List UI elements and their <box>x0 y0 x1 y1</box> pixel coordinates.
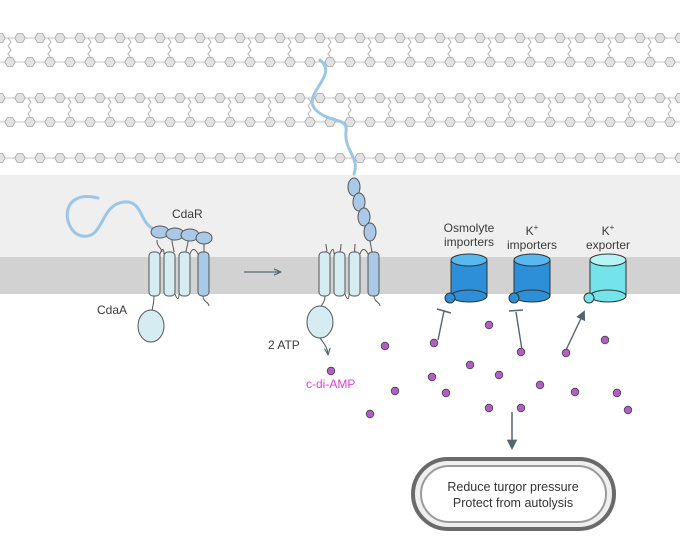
osmolyte-label-line1: Osmolyte <box>443 221 495 235</box>
outcome-text: Reduce turgor pressure Protect from auto… <box>447 479 578 511</box>
cdiamp-molecule <box>484 403 494 413</box>
cdiamp-pool <box>365 320 633 419</box>
outcome-line2: Protect from autolysis <box>452 496 574 510</box>
k-exporter-ion: K+ <box>586 221 630 238</box>
k-importers-ion-charge: + <box>533 223 539 232</box>
cdiamp-molecule <box>427 372 437 382</box>
cdaa-label: CdaA <box>97 303 128 317</box>
k-exporter-label-line2: exporter <box>585 238 631 252</box>
cdiamp-molecule <box>465 360 475 370</box>
k-importers-label-line2: importers <box>506 238 558 252</box>
cdiamp-molecule <box>494 370 504 380</box>
cdaa-cdar-complex-left <box>65 195 213 343</box>
k-importers-label: K+ importers <box>507 221 557 252</box>
cdiamp-molecule <box>535 380 545 390</box>
cdiamp-molecule <box>561 348 571 358</box>
bacterial-cell <box>411 457 616 531</box>
cdiamp-molecule <box>365 409 375 419</box>
cdiamp-molecule <box>429 338 439 348</box>
k-importers-ion-symbol: K <box>525 224 534 238</box>
cdaa-cdar-complex-right <box>306 58 381 376</box>
inhibition-arrow-osmolyte <box>436 308 452 341</box>
inhibition-arrow-k-importer <box>508 309 524 351</box>
k-exporter-ion-symbol: K <box>601 224 610 238</box>
k-importer <box>508 253 551 304</box>
osmolyte-importer <box>444 253 488 304</box>
osmolyte-label-line2: importers <box>443 235 494 249</box>
cdiamp-molecule <box>390 386 400 396</box>
k-exporter-ion-charge: + <box>609 223 615 232</box>
osmolyte-importers-label: Osmolyte importers <box>444 221 495 249</box>
cdiamp-molecule <box>600 335 610 345</box>
k-exporter <box>583 253 627 304</box>
atp-label: 2 ATP <box>268 338 300 352</box>
activation-arrow-k-exporter <box>565 310 586 351</box>
cdiamp-molecule <box>516 403 526 413</box>
cdiamp-molecule <box>570 387 580 397</box>
cdiamp-molecule <box>441 388 451 398</box>
cdar-label: CdaR <box>172 207 203 221</box>
cdiamp-molecule <box>484 320 494 330</box>
cdiamp-label: c-di-AMP <box>306 377 356 391</box>
cdiamp-molecule <box>612 388 622 398</box>
cdiamp-molecule <box>380 341 390 351</box>
cdiamp-molecule <box>623 405 633 415</box>
k-importers-ion: K+ <box>507 221 557 238</box>
k-exporter-label: K+ exporter <box>586 221 630 252</box>
outcome-line1: Reduce turgor pressure <box>447 480 579 494</box>
cdiamp-molecule <box>516 347 526 357</box>
cell-wall <box>0 33 680 163</box>
